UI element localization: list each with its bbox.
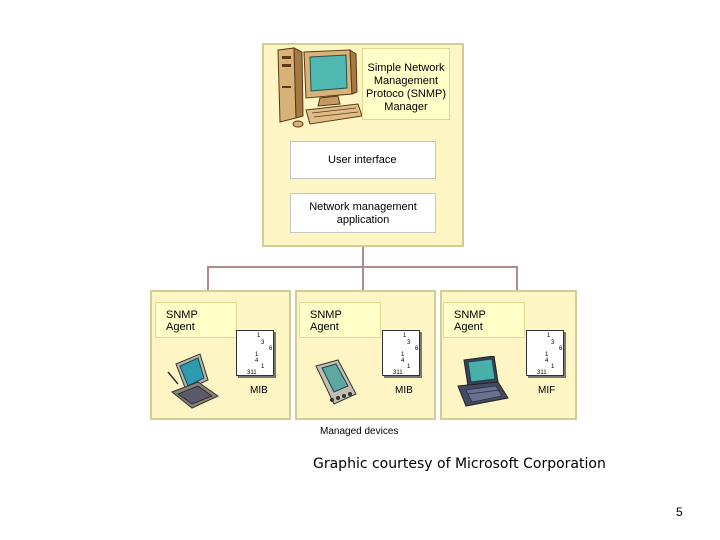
pda-icon: [315, 359, 357, 405]
connector-trunk: [362, 247, 364, 267]
snmp-agent-label-3: SNMP Agent: [443, 302, 525, 338]
page-number: 5: [676, 505, 683, 519]
laptop-icon: [457, 356, 509, 407]
mib-label-3: MIF: [538, 385, 556, 396]
connector-right: [516, 266, 518, 291]
figure-caption: Graphic courtesy of Microsoft Corporatio…: [313, 456, 606, 472]
mib-label-2: MIB: [395, 385, 413, 396]
mib-document-icon-1: 1 3 6 1 4 1 311: [236, 330, 274, 376]
mib-label-1: MIB: [250, 385, 268, 396]
snmp-agent-label-1: SNMP Agent: [155, 302, 237, 338]
snmp-manager-label: Simple Network Management Protoco (SNMP)…: [362, 48, 450, 120]
network-management-application-box: Network management application: [290, 193, 436, 233]
desktop-computer-icon: [277, 47, 363, 128]
mib-document-icon-2: 1 3 6 1 4 1 311: [382, 330, 420, 376]
managed-devices-label: Managed devices: [320, 426, 399, 437]
connector-middle: [362, 266, 364, 291]
connector-left: [207, 266, 209, 291]
tablet-pc-icon: [167, 353, 219, 409]
user-interface-box: User interface: [290, 141, 436, 179]
mib-document-icon-3: 1 3 6 1 4 1 311: [526, 330, 564, 376]
snmp-agent-label-2: SNMP Agent: [299, 302, 381, 338]
